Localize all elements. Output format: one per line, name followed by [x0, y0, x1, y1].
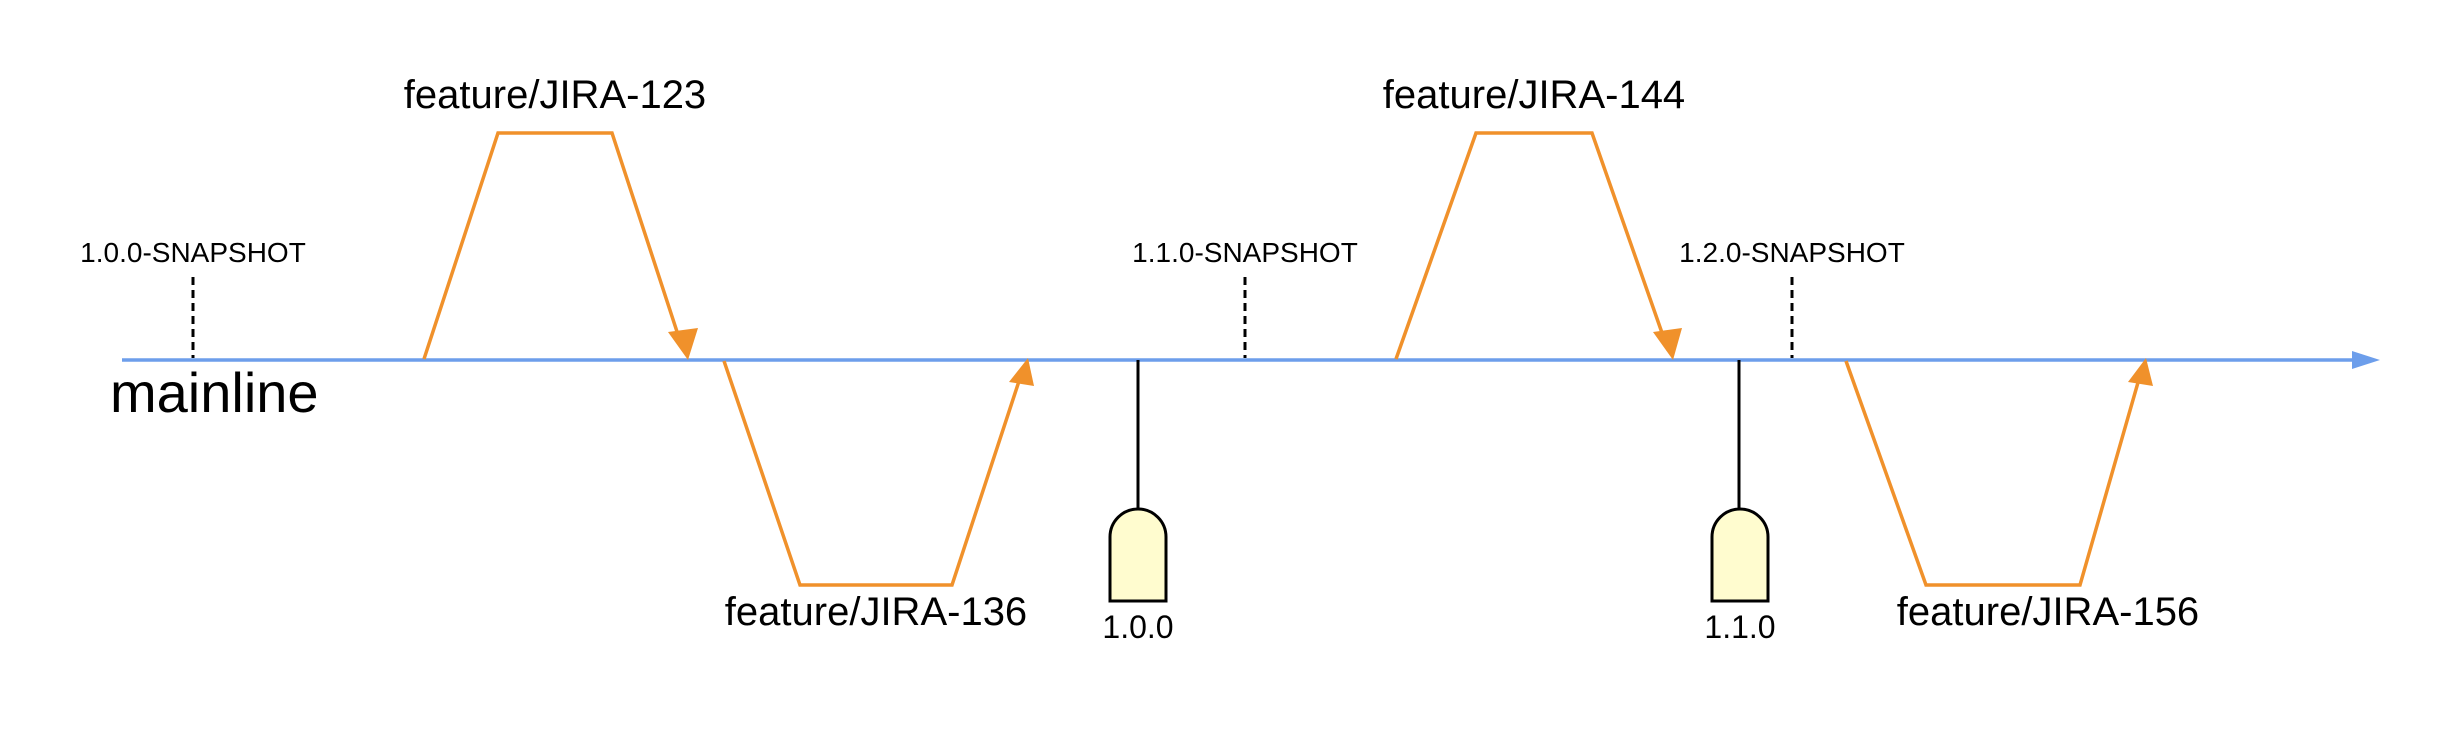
branch-arrowhead	[668, 328, 698, 360]
branch-arrowhead	[2128, 358, 2153, 386]
snapshot-label: 1.1.0-SNAPSHOT	[1132, 237, 1358, 268]
branch-4: feature/JIRA-156	[1844, 358, 2199, 634]
branch-arrowhead	[1009, 358, 1034, 386]
mainline-label: mainline	[110, 361, 319, 424]
branch-label: feature/JIRA-156	[1897, 590, 2199, 634]
branch-path	[422, 131, 685, 360]
release-tag-icon	[1108, 507, 1168, 603]
snapshot-label: 1.0.0-SNAPSHOT	[80, 237, 306, 268]
snapshot-1: 1.0.0-SNAPSHOT	[80, 237, 306, 358]
release-label: 1.1.0	[1704, 609, 1775, 645]
branch-path	[1394, 131, 1670, 360]
release-tag-icon	[1710, 507, 1770, 603]
release-2: 1.1.0	[1704, 360, 1776, 645]
snapshot-3: 1.2.0-SNAPSHOT	[1679, 237, 1905, 358]
branch-path	[1844, 360, 2143, 587]
snapshot-label: 1.2.0-SNAPSHOT	[1679, 237, 1905, 268]
branch-label: feature/JIRA-136	[725, 590, 1027, 634]
branch-1: feature/JIRA-123	[404, 73, 706, 360]
branch-3: feature/JIRA-144	[1383, 73, 1685, 360]
branch-2: feature/JIRA-136	[722, 358, 1034, 634]
branch-arrowhead	[1653, 328, 1682, 360]
branch-label: feature/JIRA-123	[404, 73, 706, 117]
release-1: 1.0.0	[1102, 360, 1174, 645]
snapshot-2: 1.1.0-SNAPSHOT	[1132, 237, 1358, 358]
mainline-arrowhead	[2352, 351, 2380, 369]
branch-label: feature/JIRA-144	[1383, 73, 1685, 117]
release-label: 1.0.0	[1102, 609, 1173, 645]
branch-path	[722, 360, 1024, 587]
